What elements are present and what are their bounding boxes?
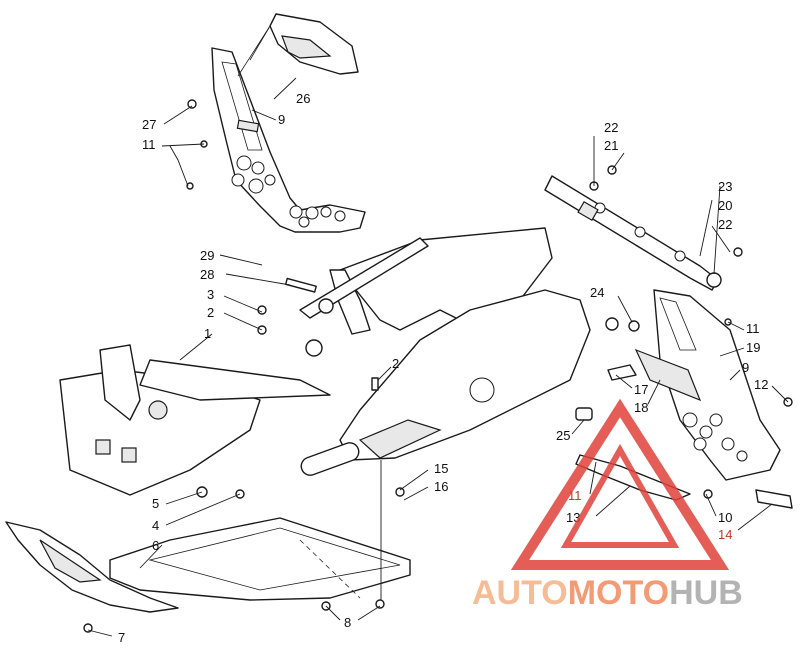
callout-12: 12 (754, 377, 768, 392)
callout-9: 9 (742, 360, 749, 375)
callout-11: 11 (746, 321, 760, 336)
callout-17: 17 (634, 382, 648, 397)
callout-4: 4 (152, 518, 159, 533)
left-footrest-assembly (211, 47, 366, 233)
callout-29: 29 (200, 248, 214, 263)
callout-18: 18 (634, 400, 648, 415)
callout-1: 1 (204, 326, 211, 341)
suspension-crossbar (544, 175, 722, 291)
callout-6: 6 (152, 538, 159, 553)
callout-20: 20 (718, 198, 732, 213)
callout-10: 10 (718, 510, 732, 525)
callout-14: 14 (718, 527, 732, 542)
callout-11: 11 (142, 137, 156, 152)
callout-7: 7 (118, 630, 125, 645)
callout-26: 26 (296, 91, 310, 106)
shock-tower-plate (237, 13, 359, 77)
callout-28: 28 (200, 267, 214, 282)
callout-labels: 1 2 2 3 4 5 6 7 8 9 9 10 11 11 11 12 13 … (118, 91, 768, 645)
watermark-logo: AUTOMOTOHUB (472, 398, 743, 612)
main-chassis (59, 227, 591, 496)
callout-25: 25 (556, 428, 570, 443)
callout-23: 23 (718, 179, 732, 194)
watermark-text-auto: AUTO (472, 574, 568, 612)
callout-22: 22 (718, 217, 732, 232)
callout-8: 8 (344, 615, 351, 630)
callout-21: 21 (604, 138, 618, 153)
callout-19: 19 (746, 340, 760, 355)
callout-22: 22 (604, 120, 618, 135)
belly-pan (109, 517, 411, 601)
watermark-text-moto: MOTO (568, 574, 669, 612)
right-footrest-assembly (634, 289, 781, 481)
callout-27: 27 (142, 117, 156, 132)
leader-lines (87, 77, 789, 637)
watermark-text-hub: HUB (669, 574, 743, 612)
callout-15: 15 (434, 461, 448, 476)
front-skid-plate (5, 521, 179, 613)
watermark-triangle-icon (510, 398, 730, 570)
callout-2: 2 (207, 305, 214, 320)
callout-2: 2 (392, 356, 399, 371)
callout-16: 16 (434, 479, 448, 494)
callout-3: 3 (207, 287, 214, 302)
svg-text:AUTOMOTOHUB: AUTOMOTOHUB (472, 574, 743, 612)
callout-24: 24 (590, 285, 604, 300)
callout-5: 5 (152, 496, 159, 511)
callout-9: 9 (278, 112, 285, 127)
